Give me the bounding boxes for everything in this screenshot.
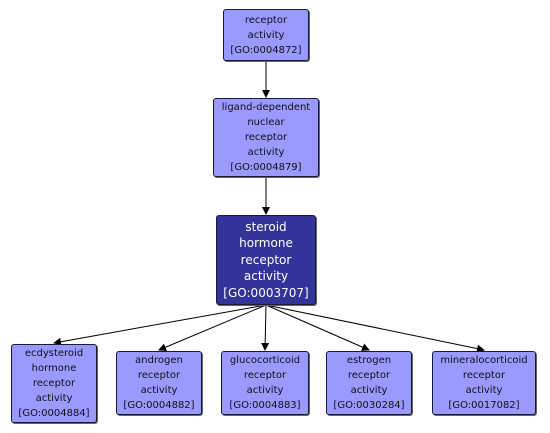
node-label-line: mineralocorticoid [440,355,528,366]
edge-n3-n4 [53,304,267,346]
node-label-line: activity [350,385,388,396]
node-go-id: [GO:0004882] [123,400,195,411]
node-label-line: estrogen [346,355,392,366]
node-label-line: steroid [245,219,287,234]
node-mineralocorticoid-receptor-activity[interactable]: mineralocorticoid receptor activity [GO:001… [432,351,536,415]
node-label-line: activity [247,29,285,41]
node-glucocorticoid-receptor-activity[interactable]: glucocorticoid receptor activity [GO:000488… [221,351,309,415]
node-label-line: nuclear [247,117,285,128]
node-go-id: [GO:0004872] [230,44,302,56]
edge-n3-n6 [261,304,270,351]
node-label-line: activity [247,147,285,158]
node-label-line: receptor [244,132,288,143]
node-label-line: activity [140,385,178,396]
node-estrogen-receptor-activity[interactable]: estrogen receptor activity [GO:0030284] [326,351,412,415]
node-label-line: receptor [243,370,287,381]
node-label-line: activity [465,385,503,396]
node-label-line: glucocorticoid [229,355,301,366]
node-receptor-activity[interactable]: receptor activity [GO:0004872] [223,9,309,61]
node-label-line: activity [243,269,289,284]
node-ligand-dependent-nuclear-receptor-activity[interactable]: ligand-dependent nuclear receptor activity [… [213,98,319,177]
node-ecdysteroid-hormone-receptor-activity[interactable]: ecdysteroid hormone receptor activity [GO:00… [11,344,97,423]
node-go-id: [GO:0004883] [229,400,301,411]
node-label-line: receptor [347,370,391,381]
node-label-line: ligand-dependent [221,102,311,113]
node-label-line: receptor [32,378,76,389]
node-go-id: [GO:0003707] [223,285,309,300]
node-androgen-receptor-activity[interactable]: androgen receptor activity [GO:0004882] [116,351,202,415]
edge-n3-n7 [265,304,370,351]
node-go-id: [GO:0017082] [448,400,520,411]
edge-n3-n5 [158,304,267,351]
node-label-line: activity [246,385,284,396]
node-label-line: receptor [137,370,181,381]
node-go-id: [GO:0004884] [18,408,90,419]
node-label-line: hormone [31,363,77,374]
node-label-line: activity [35,393,73,404]
node-label-line: receptor [462,370,506,381]
node-label-line: receptor [240,252,292,267]
node-go-id: [GO:0030284] [333,400,405,411]
edge-n3-n8 [265,304,485,353]
node-go-id: [GO:0004879] [230,162,302,173]
node-label-line: ecdysteroid [24,348,84,359]
node-label-line: hormone [239,236,293,251]
node-label-line: receptor [244,14,288,26]
node-label-line: androgen [135,355,183,366]
